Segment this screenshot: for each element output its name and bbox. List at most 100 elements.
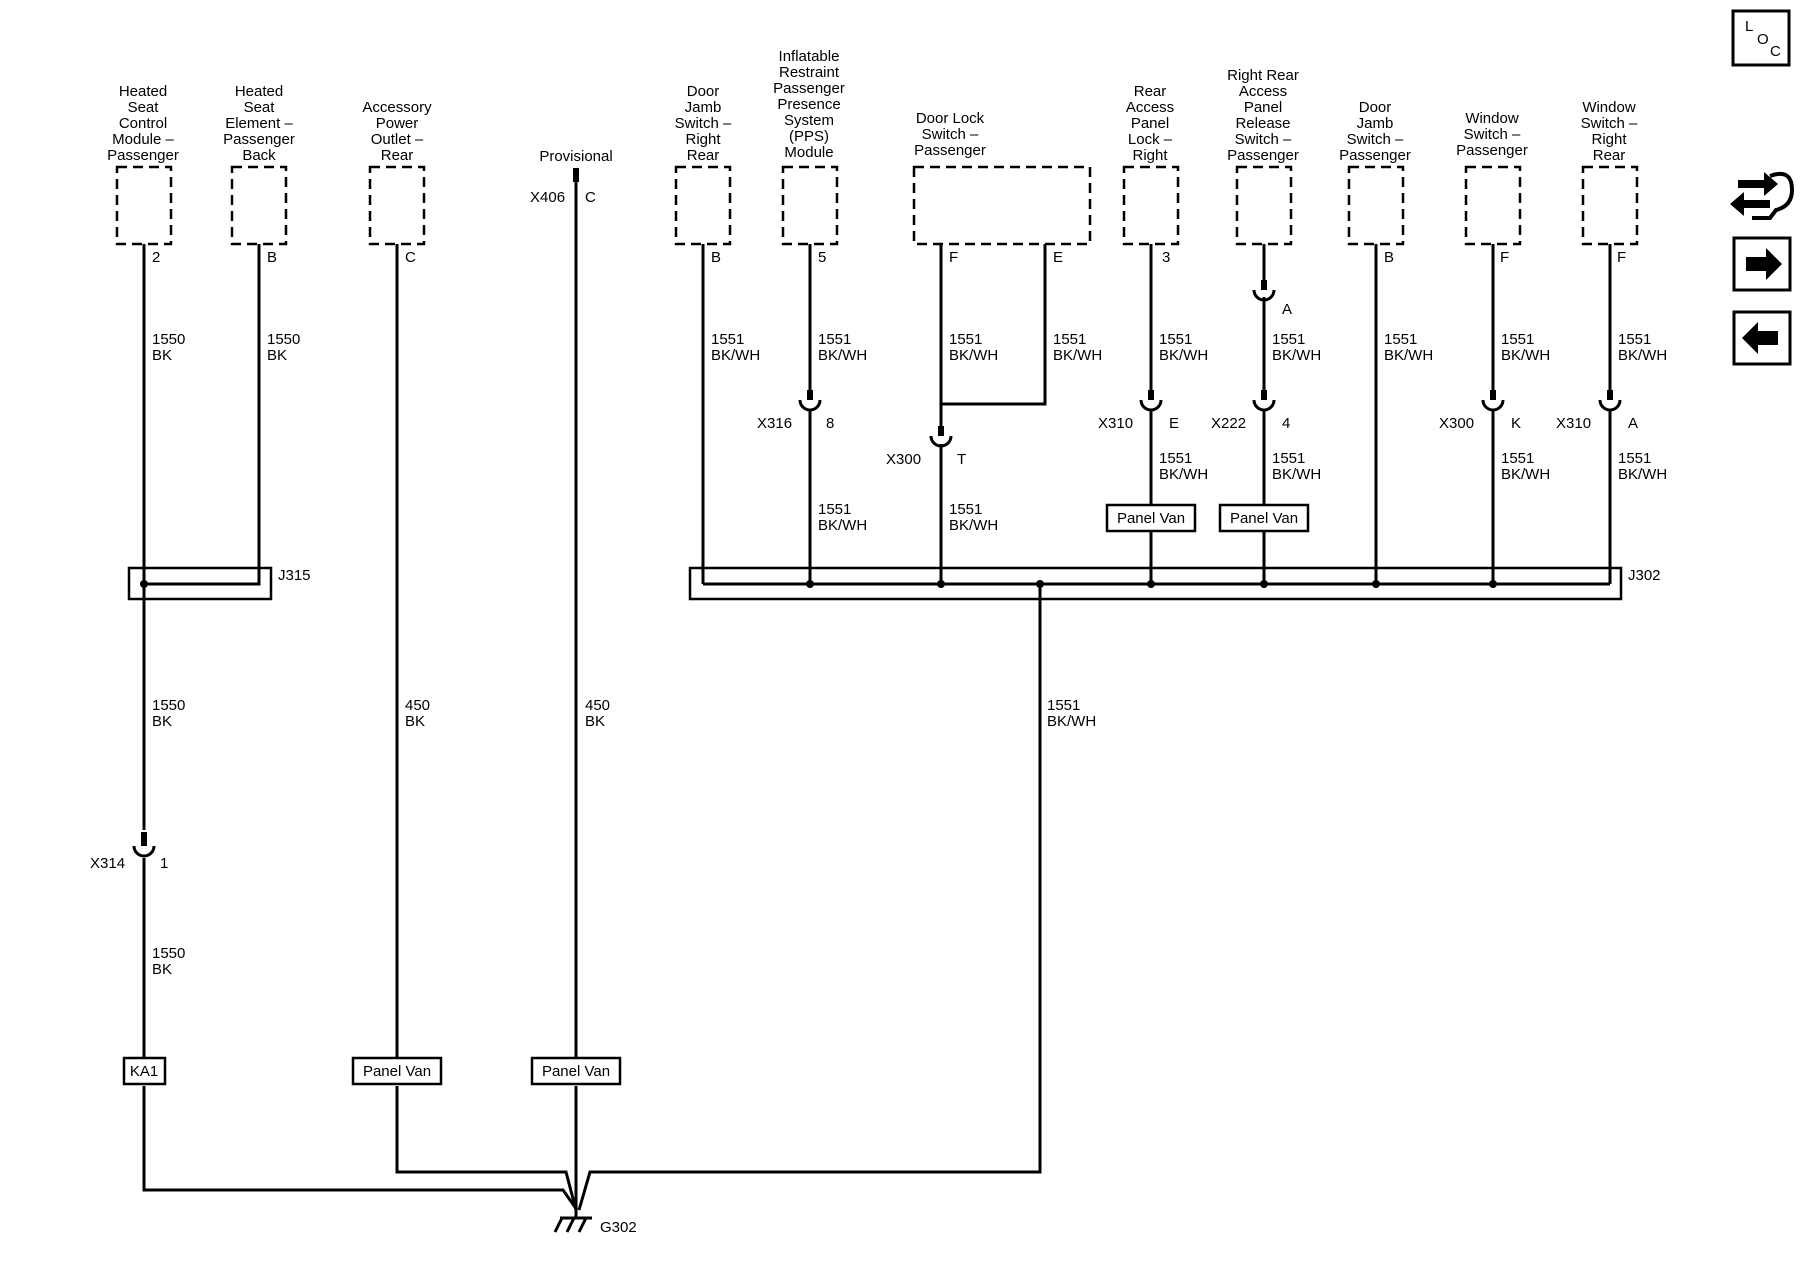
- panel-van-ral-label: Panel Van: [1117, 510, 1185, 527]
- wrench-swap-icon[interactable]: [1730, 171, 1795, 220]
- x300t-conn: X300: [886, 451, 921, 468]
- arrow-left-glyph: [1742, 322, 1778, 354]
- arrow-left-icon[interactable]: [1732, 310, 1792, 366]
- j315-label: J315: [278, 567, 311, 584]
- x316-conn: X316: [757, 415, 792, 432]
- x310a-pin: [1607, 390, 1613, 400]
- wire-dl-e: [941, 244, 1047, 406]
- x300k-pin: [1490, 390, 1496, 400]
- x222-pin: [1261, 390, 1267, 400]
- loc-o: O: [1757, 31, 1769, 48]
- loc-c: C: [1770, 43, 1781, 60]
- j302-dot-dlf: [937, 580, 945, 588]
- x300k-conn: X300: [1439, 415, 1474, 432]
- heated-seat-module-box: [115, 165, 173, 246]
- x310e-conn: X310: [1098, 415, 1133, 432]
- connector-x316: X316 8: [757, 390, 834, 432]
- j302-dot-rrr: [1260, 580, 1268, 588]
- rrra-pin: [1261, 280, 1267, 290]
- option-panel-van-outlet: Panel Van: [351, 1056, 443, 1086]
- panel-van-provisional-label: Panel Van: [542, 1063, 610, 1080]
- connector-x300-t: X300 T: [886, 426, 966, 468]
- accessory-outlet-box: [368, 165, 426, 246]
- door-lock-switch-box: [912, 165, 1092, 246]
- provisional-label: Provisional: [539, 148, 612, 165]
- x222-conn: X222: [1211, 415, 1246, 432]
- connector-x314: X314 1: [90, 832, 168, 872]
- option-panel-van-ral: Panel Van: [1105, 503, 1197, 533]
- loc-icon-box[interactable]: [1731, 9, 1791, 67]
- x310a-socket: [1598, 399, 1622, 412]
- loc-l: L: [1745, 18, 1753, 35]
- x300k-pin-label: K: [1511, 415, 1521, 432]
- ka1-box: [122, 1056, 167, 1086]
- provisional-pin-stub: [573, 168, 579, 182]
- x300t-socket: [929, 435, 953, 448]
- pin-outlet: C: [405, 249, 416, 266]
- j302-dot-ground: [1036, 580, 1044, 588]
- pin-provisional: C: [585, 189, 596, 206]
- panel-van-outlet-label: Panel Van: [363, 1063, 431, 1080]
- j302-dot-ral: [1147, 580, 1155, 588]
- connector-x310-a: X310 A: [1556, 390, 1638, 432]
- component-boxes: [115, 165, 1639, 246]
- x300k-socket: [1481, 399, 1505, 412]
- rrra-pin-label: A: [1282, 301, 1292, 318]
- panel-van-rrr-label: Panel Van: [1230, 510, 1298, 527]
- wrench-shape: [1752, 171, 1795, 220]
- ground-g302: G302: [553, 1210, 637, 1236]
- x314-conn: X314: [90, 855, 125, 872]
- pin-labels: 2 B C B 5 F E 3 B F F C X406: [152, 189, 1626, 266]
- connector-x222: X222 4: [1211, 390, 1290, 432]
- rrra-socket: [1252, 289, 1276, 302]
- swap-arrow-bottom: [1730, 192, 1770, 216]
- conn-provisional: X406: [530, 189, 565, 206]
- option-panel-van-rrr: Panel Van: [1218, 503, 1310, 533]
- connector-x300-k: X300 K: [1439, 390, 1521, 432]
- arrow-right-icon[interactable]: [1732, 236, 1792, 292]
- x310a-pin-label: A: [1628, 415, 1638, 432]
- door-jamb-passenger-box: [1347, 165, 1405, 246]
- door-jamb-right-rear-box: [674, 165, 732, 246]
- wire-ka1-ground: [142, 1086, 579, 1211]
- loc-icon[interactable]: L O C: [1731, 9, 1791, 67]
- x314-pin-label: 1: [160, 855, 168, 872]
- option-boxes: KA1 Panel Van Panel Van Panel Van Panel …: [122, 503, 1310, 1086]
- x316-pin: [807, 390, 813, 400]
- pin-ral: 3: [1162, 249, 1170, 266]
- x310e-pin: [1148, 390, 1154, 400]
- wire-j302-ground: [577, 584, 1042, 1211]
- swap-arrow-top: [1738, 172, 1778, 196]
- pin-pps: 5: [818, 249, 826, 266]
- pin-wsp: F: [1500, 249, 1509, 266]
- wires: [142, 174, 1612, 1211]
